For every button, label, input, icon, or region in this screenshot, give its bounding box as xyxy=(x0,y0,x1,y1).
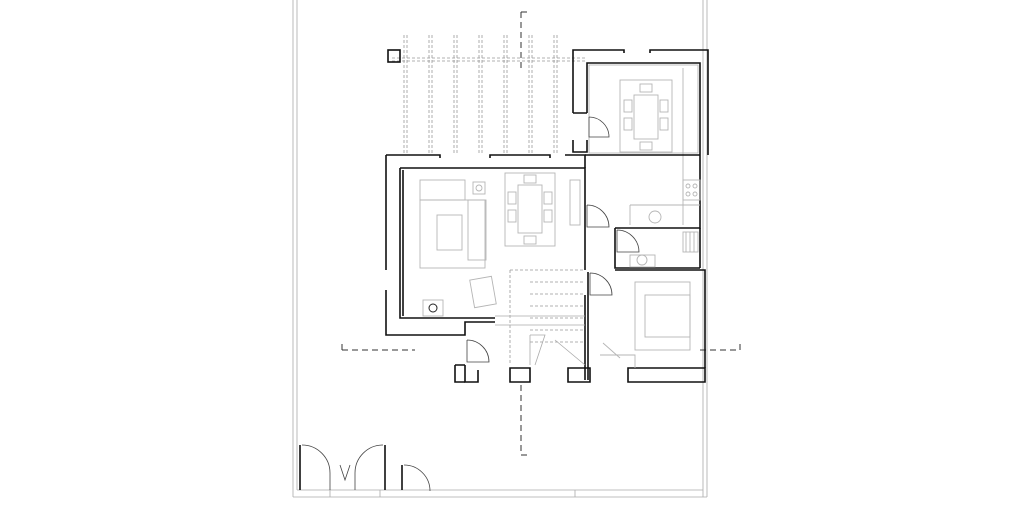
sofa xyxy=(419,179,466,201)
sideboard xyxy=(569,179,581,226)
dining-chairs xyxy=(623,83,669,151)
bedroom-door-swing xyxy=(589,272,613,296)
dining-table-2 xyxy=(517,184,543,234)
stove xyxy=(422,299,444,317)
kitchen xyxy=(585,154,701,229)
dining-table xyxy=(633,94,659,140)
garden-gates xyxy=(299,444,431,492)
dining-rug xyxy=(619,79,673,153)
living-rug xyxy=(419,199,486,269)
stove-icon xyxy=(428,303,438,313)
side-table xyxy=(472,181,486,195)
sofa-side xyxy=(467,199,487,261)
site-boundary xyxy=(292,0,708,498)
entrance xyxy=(454,321,706,383)
section-markers xyxy=(341,11,741,456)
bed xyxy=(634,281,691,351)
pergola-post xyxy=(387,49,401,63)
entry-door-swing xyxy=(466,339,490,363)
pergola xyxy=(387,35,587,155)
living-room xyxy=(385,154,586,380)
door-swing xyxy=(588,116,610,138)
dining-rug-2 xyxy=(504,172,556,247)
kitchen-door-swing xyxy=(586,204,610,228)
staircase xyxy=(495,269,586,366)
bath-door-swing xyxy=(616,229,640,253)
bedroom xyxy=(587,269,706,380)
coffee-table xyxy=(436,214,463,251)
dining-room xyxy=(572,49,709,225)
bathroom xyxy=(614,228,701,269)
chairs-2 xyxy=(507,174,553,245)
armchair xyxy=(469,275,497,309)
